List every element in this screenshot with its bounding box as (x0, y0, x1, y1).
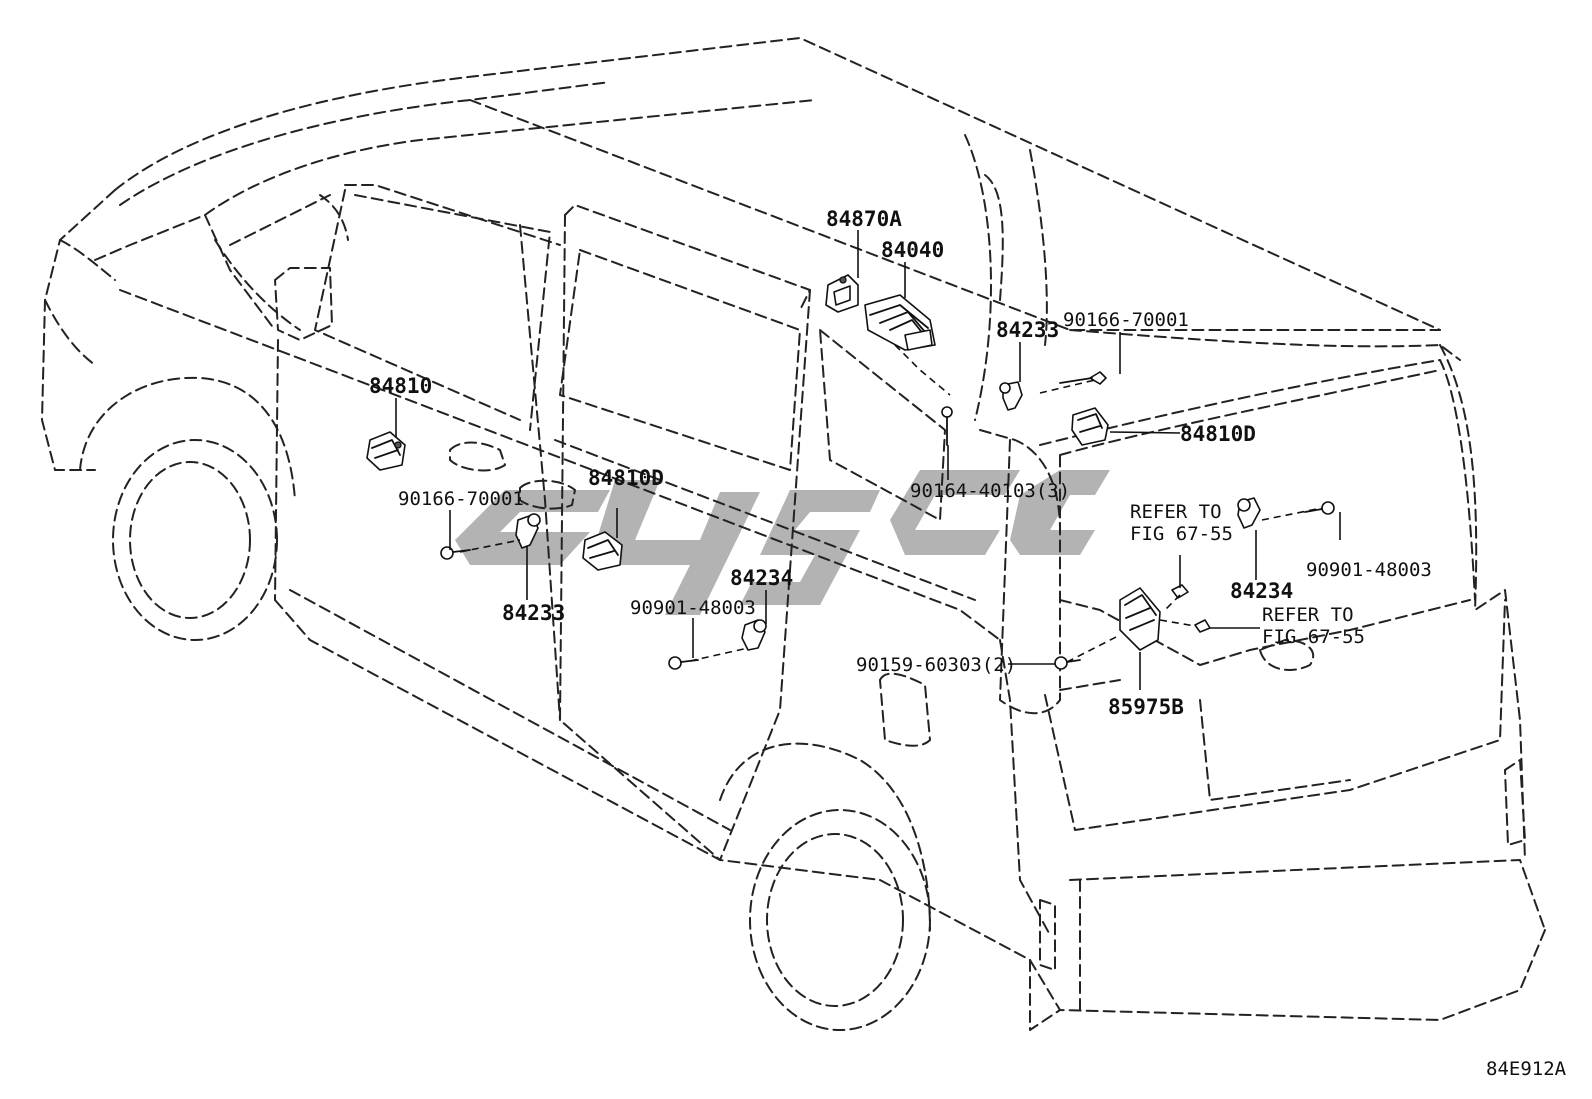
part-90901-mid-screw (668, 656, 699, 670)
label-84234-mid: 84234 (730, 566, 793, 590)
part-90159-screw (1054, 656, 1081, 670)
label-84233-top: 84233 (996, 318, 1059, 342)
part-84234-right (1237, 497, 1261, 529)
part-labels: 84870A 84040 84233 90166-70001 84810 848… (369, 207, 1567, 1080)
leader-lines (395, 230, 1341, 690)
label-84810D-mid: 84810D (588, 466, 664, 490)
figure-code: 84E912A (1486, 1058, 1567, 1080)
label-refer-to-1: REFER TO (1130, 501, 1222, 523)
part-clip-top (1171, 584, 1189, 599)
label-90166-left: 90166-70001 (398, 488, 524, 510)
label-fig-67-55-1: FIG 67-55 (1130, 523, 1233, 545)
label-85975B: 85975B (1108, 695, 1184, 719)
part-90166-top-screw (1059, 371, 1107, 385)
vehicle-outline (41, 37, 1546, 1031)
part-84810D-right-switch (1071, 407, 1109, 446)
label-84040: 84040 (881, 238, 944, 262)
label-84810D-right: 84810D (1180, 422, 1256, 446)
label-84870A: 84870A (826, 207, 902, 231)
part-85975B-module (1119, 587, 1161, 651)
label-90901-mid: 90901-48003 (630, 597, 756, 619)
label-refer-to-2: REFER TO (1262, 604, 1354, 626)
part-clip-bottom (1194, 619, 1211, 633)
label-90164: 90164-40103(3) (910, 480, 1070, 502)
label-84234-right: 84234 (1230, 579, 1293, 603)
label-84810: 84810 (369, 374, 432, 398)
part-90164-screw (941, 406, 953, 446)
label-fig-67-55-2: FIG 67-55 (1262, 626, 1365, 648)
label-84233-left: 84233 (502, 601, 565, 625)
part-84810-switch (366, 431, 406, 471)
part-84040-switch (864, 294, 936, 351)
part-84233-top (999, 381, 1023, 411)
watermark-logo (455, 470, 1110, 615)
label-90901-right: 90901-48003 (1306, 559, 1432, 581)
label-90166-top: 90166-70001 (1063, 309, 1189, 331)
part-90901-right-screw (1304, 501, 1335, 515)
part-84870A-sensor (825, 274, 859, 313)
part-84233-left (515, 513, 541, 549)
part-84810D-mid-switch (582, 531, 623, 571)
part-84234-mid (741, 619, 767, 651)
label-90159: 90159-60303(2) (856, 654, 1016, 676)
